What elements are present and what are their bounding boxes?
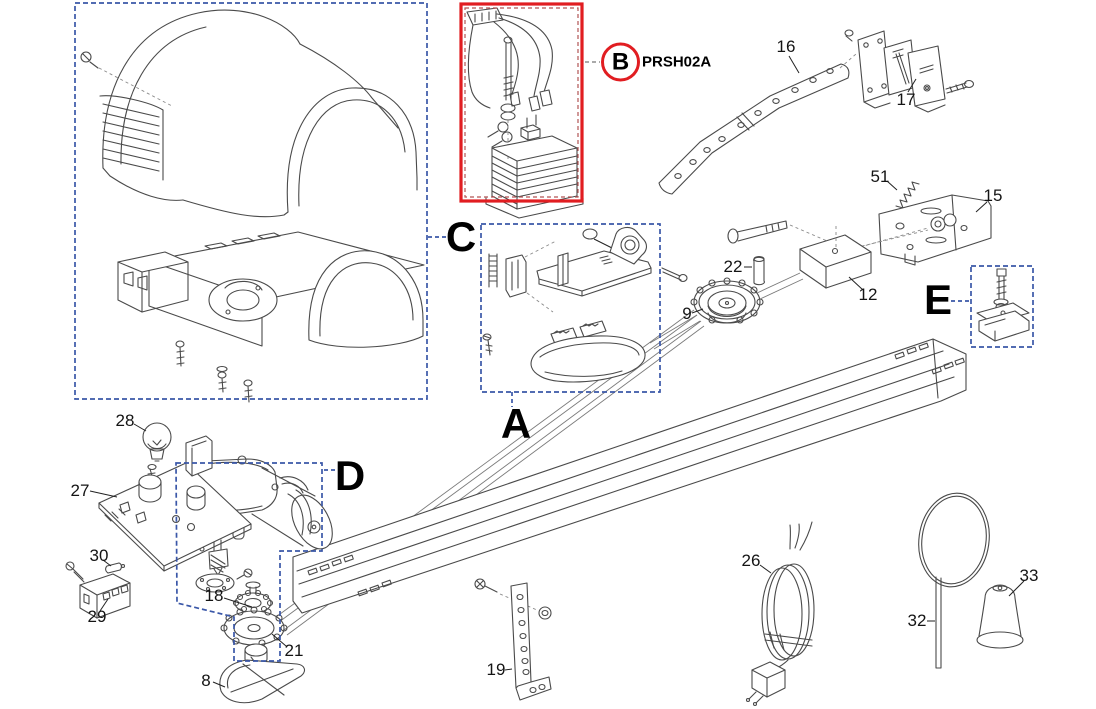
cover-screw [80, 51, 173, 107]
header-bracket-art [844, 29, 975, 113]
drive-flange [195, 568, 253, 593]
cover-plate-art [219, 656, 306, 704]
door-bracket-art [976, 268, 1030, 342]
section-box-b-red [459, 2, 584, 203]
base-screws [175, 340, 253, 403]
part-label-18: 18 [204, 586, 224, 605]
part-label-32: 32 [907, 611, 927, 630]
section-b-callout: B PRSH02A [601, 42, 712, 82]
ceiling-bracket-art [859, 194, 992, 266]
pin-art [105, 562, 126, 574]
part-label-16: 16 [776, 37, 796, 56]
base-chassis [117, 231, 425, 403]
spring-art [895, 181, 920, 209]
vent-ribs [99, 95, 164, 181]
part-code: PRSH02A [642, 53, 712, 71]
housing-assembly-art [80, 9, 425, 403]
chain-pulley-art [649, 272, 804, 350]
part-label-27: 27 [70, 481, 90, 500]
part-label-33: 33 [1019, 566, 1039, 585]
screw-and-lugs [487, 36, 516, 160]
section-label-d: D [334, 452, 366, 499]
section-label-a: A [500, 400, 532, 447]
part-label-28: 28 [115, 411, 135, 430]
bell-knob-art [976, 584, 1024, 649]
part-label-26: 26 [741, 551, 761, 570]
part-label-21: 21 [284, 641, 304, 660]
part-label-8: 8 [201, 671, 211, 690]
part-label-15: 15 [983, 186, 1003, 205]
rail-art [292, 338, 967, 614]
rail-holes [307, 342, 965, 597]
section-label-e: E [923, 276, 953, 323]
section-box-c [74, 2, 428, 400]
transformer-assembly-art [466, 7, 584, 219]
power-cord-art [745, 521, 815, 707]
leader-lines [89, 55, 1025, 688]
part-label-12: 12 [858, 285, 878, 304]
trolley-assembly-art [482, 226, 688, 383]
circuit-board-art [98, 435, 252, 572]
rail-bracket-art [799, 226, 872, 289]
section-box-a [480, 223, 661, 393]
part-label-30: 30 [89, 546, 109, 565]
part-label-51: 51 [870, 167, 890, 186]
section-box-d [175, 462, 323, 662]
part-label-29: 29 [87, 607, 107, 626]
section-boxes [74, 2, 1034, 662]
section-label-b: B [601, 42, 640, 82]
section-box-b-inner [464, 7, 579, 198]
part-label-19: 19 [486, 660, 506, 679]
part-label-17: 17 [896, 90, 916, 109]
terminal-block-art [65, 561, 131, 619]
bolt-and-pin-art [727, 220, 929, 286]
part-label-9: 9 [682, 304, 692, 323]
section-label-c: C [445, 213, 477, 260]
sprocket-chain-art [220, 581, 288, 666]
pull-cord-art [918, 492, 990, 669]
chain-clamps [550, 320, 607, 357]
l-bracket-art [474, 578, 552, 701]
curved-arm-art [658, 53, 857, 195]
part-label-22: 22 [723, 257, 743, 276]
